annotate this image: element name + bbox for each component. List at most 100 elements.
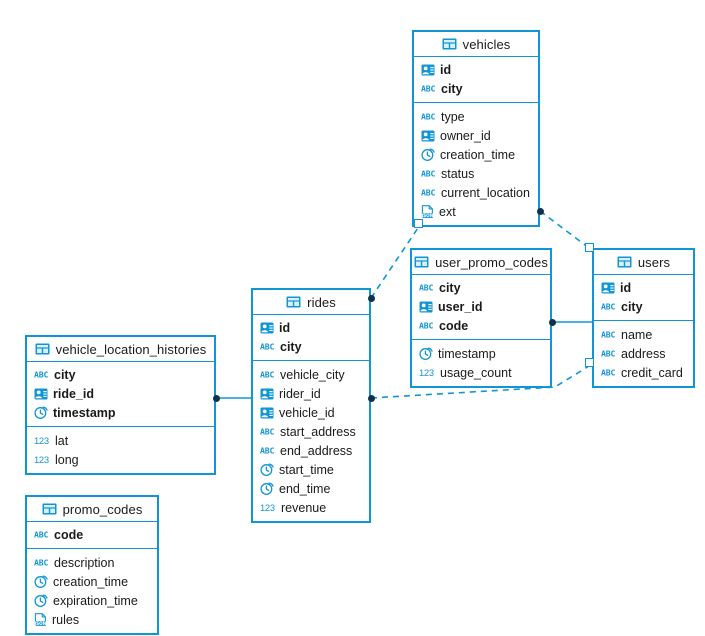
table-header-users[interactable]: users <box>594 250 693 275</box>
id-card-icon <box>260 322 274 334</box>
column-name-label: ride_id <box>53 386 94 401</box>
table-name-label: vehicles <box>462 36 511 52</box>
column-name-label: creation_time <box>53 574 129 589</box>
table-header-user_promo_codes[interactable]: user_promo_codes <box>412 250 550 275</box>
svg-text:ABC: ABC <box>34 370 48 380</box>
column-name-label: credit_card <box>621 365 683 380</box>
column-row[interactable]: start_time <box>253 460 369 479</box>
column-row[interactable]: end_time <box>253 479 369 498</box>
column-name-label: id <box>620 280 632 295</box>
id-card-icon <box>260 407 274 419</box>
column-name-label: id <box>440 62 452 77</box>
column-name-label: type <box>441 109 465 124</box>
table-header-vehicles[interactable]: vehicles <box>414 32 538 57</box>
table-icon <box>42 503 57 515</box>
relationship-line-vehicles-users[interactable] <box>539 210 590 249</box>
svg-text:ABC: ABC <box>421 84 435 94</box>
json-file-icon: JSON <box>421 205 434 218</box>
column-row[interactable]: creation_time <box>27 572 157 591</box>
column-name-label: vehicle_city <box>280 367 345 382</box>
abc-text-icon: ABC <box>601 348 616 359</box>
id-card-icon <box>419 301 433 313</box>
svg-text:JSON: JSON <box>34 621 47 626</box>
column-row[interactable]: timestamp <box>412 344 550 363</box>
column-row[interactable]: expiration_time <box>27 591 157 610</box>
column-name-label: timestamp <box>438 346 496 361</box>
primary-key-row[interactable]: id <box>414 60 538 79</box>
svg-text:123: 123 <box>419 367 434 378</box>
abc-text-icon: ABC <box>601 367 616 378</box>
column-row[interactable]: ABC credit_card <box>594 363 693 382</box>
svg-text:123: 123 <box>34 454 49 465</box>
relationship-endpoint-square-rides-users[interactable] <box>585 358 594 367</box>
table-header-vehicle_location_histories[interactable]: vehicle_location_histories <box>27 337 214 362</box>
clock-icon <box>34 575 48 588</box>
column-row[interactable]: owner_id <box>414 126 538 145</box>
column-row[interactable]: creation_time <box>414 145 538 164</box>
relationship-endpoint-dot-rides-vehicles[interactable] <box>368 295 375 302</box>
primary-key-row[interactable]: timestamp <box>27 403 214 422</box>
relationship-endpoint-dot-rides-users[interactable] <box>368 395 375 402</box>
relationship-endpoint-dot-vehicles-users[interactable] <box>537 208 544 215</box>
column-row[interactable]: rider_id <box>253 384 369 403</box>
column-name-label: timestamp <box>53 405 116 420</box>
relationship-endpoint-square-rides-vehicles[interactable] <box>414 219 423 228</box>
svg-text:ABC: ABC <box>34 530 48 540</box>
id-card-icon <box>34 388 48 400</box>
relationship-endpoint-dot-vlh-rides[interactable] <box>213 395 220 402</box>
svg-text:ABC: ABC <box>260 370 274 380</box>
abc-text-icon: ABC <box>260 426 275 437</box>
relationship-endpoint-dot-upc-users[interactable] <box>549 319 556 326</box>
abc-text-icon: ABC <box>421 187 436 198</box>
svg-text:ABC: ABC <box>34 558 48 568</box>
svg-text:JSON: JSON <box>421 213 434 218</box>
column-name-label: vehicle_id <box>279 405 335 420</box>
table-header-rides[interactable]: rides <box>253 290 369 315</box>
column-row[interactable]: vehicle_id <box>253 403 369 422</box>
primary-key-row[interactable]: id <box>594 278 693 297</box>
svg-text:ABC: ABC <box>260 446 274 456</box>
primary-key-row[interactable]: id <box>253 318 369 337</box>
column-row[interactable]: ABC vehicle_city <box>253 365 369 384</box>
relationship-endpoint-square-vehicles-users[interactable] <box>585 243 594 252</box>
primary-key-row[interactable]: user_id <box>412 297 550 316</box>
table-header-promo_codes[interactable]: promo_codes <box>27 497 157 522</box>
primary-key-row[interactable]: ride_id <box>27 384 214 403</box>
column-name-label: start_time <box>279 462 334 477</box>
abc-text-icon: ABC <box>421 83 436 94</box>
svg-text:ABC: ABC <box>419 283 433 293</box>
table-icon <box>35 343 50 355</box>
